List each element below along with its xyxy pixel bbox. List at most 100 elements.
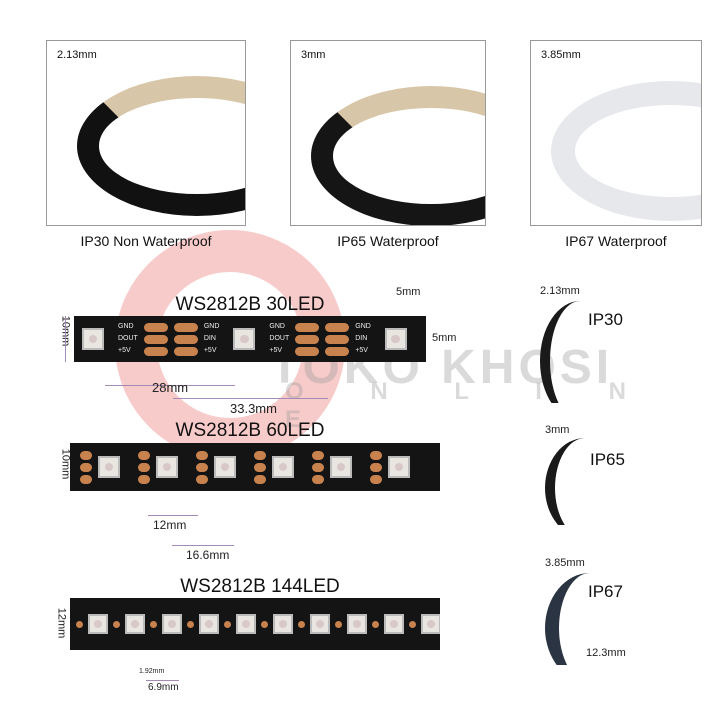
led-chip <box>156 456 178 478</box>
solder-pad <box>298 620 305 628</box>
led-size-label-side: 5mm <box>432 332 457 344</box>
pad-labels: GND DIN +5V <box>204 322 220 356</box>
solder-pad <box>370 474 382 484</box>
solder-pad <box>138 450 150 460</box>
led-chip <box>330 456 352 478</box>
pad-group <box>143 322 168 356</box>
led-chip <box>388 456 410 478</box>
led-chip <box>310 614 330 634</box>
pad-group <box>173 322 198 356</box>
pad-label-5v: +5V <box>118 347 131 354</box>
led-chip <box>384 328 407 350</box>
solder-pad <box>254 450 266 460</box>
solder-pad <box>80 450 92 460</box>
pad-label-5v: +5V <box>203 347 217 354</box>
solder-pad <box>312 474 324 484</box>
led-size-label: 5mm <box>396 286 421 298</box>
solder-pad <box>173 322 198 332</box>
watermark-subtext: O N L I N E <box>285 378 656 433</box>
pad-group <box>295 322 320 356</box>
solder-pad <box>254 474 266 484</box>
pad-group <box>370 450 382 484</box>
solder-pad <box>80 474 92 484</box>
led-chip <box>236 614 256 634</box>
pad-group <box>138 450 150 484</box>
led-strip-144 <box>70 598 440 650</box>
solder-pad <box>295 322 320 332</box>
solder-pad <box>143 334 168 344</box>
spacing-label: 1.92mm <box>139 668 165 675</box>
solder-pad <box>312 450 324 460</box>
solder-pad <box>370 462 382 472</box>
led-chip <box>347 614 367 634</box>
led-chip <box>162 614 182 634</box>
solder-pad <box>187 620 194 628</box>
pitch-label: 6.9mm <box>148 682 179 693</box>
caption-ip65: IP65 Waterproof <box>337 233 439 249</box>
strip-title-144led: WS2812B 144LED <box>180 576 340 597</box>
solder-pad <box>295 334 320 344</box>
pitch-label: 33.3mm <box>230 401 277 416</box>
height-label: 12.3mm <box>586 647 626 659</box>
solder-pad <box>80 462 92 472</box>
photo-ip65: 3mm <box>290 40 486 226</box>
solder-pad <box>196 450 208 460</box>
solder-pad <box>261 620 268 628</box>
rating-label: IP30 <box>588 310 623 329</box>
pad-label-gnd: GND <box>269 323 285 330</box>
caption-ip30: IP30 Non Waterproof <box>80 233 212 249</box>
solder-pad <box>138 474 150 484</box>
solder-pad <box>325 322 350 332</box>
solder-pad <box>138 462 150 472</box>
solder-pad <box>312 462 324 472</box>
solder-pad <box>113 620 120 628</box>
pad-label-gnd: GND <box>203 323 220 330</box>
solder-pad <box>254 462 266 472</box>
solder-pad <box>150 620 157 628</box>
solder-pad <box>409 620 416 628</box>
led-chip <box>421 614 440 634</box>
caption-ip67: IP67 Waterproof <box>565 233 667 249</box>
solder-pad <box>224 620 231 628</box>
solder-pad <box>372 620 379 628</box>
led-chip <box>82 328 104 350</box>
width-label: 12mm <box>55 607 68 639</box>
closeup-ip30 <box>520 283 590 403</box>
pad-label-gnd: GND <box>118 323 134 330</box>
pad-label-dout: DOUT <box>269 335 290 342</box>
solder-pad <box>196 462 208 472</box>
pad-labels: GND DOUT +5V <box>269 322 289 356</box>
solder-pad <box>76 620 83 628</box>
solder-pad <box>325 346 350 356</box>
thickness-label: 2.13mm <box>57 49 97 61</box>
thickness-label: 2.13mm <box>540 285 580 297</box>
thickness-label: 3.85mm <box>545 557 585 569</box>
pad-label-din: DIN <box>203 335 216 342</box>
thickness-label: 3mm <box>301 49 326 61</box>
photo-ip30: 2.13mm <box>46 40 246 226</box>
solder-pad <box>295 346 320 356</box>
strip-title-60led: WS2812B 60LED <box>175 420 325 441</box>
pad-label-dout: DOUT <box>118 335 138 342</box>
pad-label-5v: +5V <box>269 347 283 354</box>
solder-pad <box>143 322 168 332</box>
strip-title-30led: WS2812B 30LED <box>175 294 325 315</box>
led-chip <box>199 614 219 634</box>
led-chip <box>98 456 120 478</box>
led-chip <box>273 614 293 634</box>
pad-labels: GND DOUT +5V <box>118 322 138 356</box>
led-strip-60 <box>70 443 440 491</box>
solder-pad <box>173 334 198 344</box>
spacing-label: 12mm <box>153 518 187 532</box>
pad-group <box>254 450 266 484</box>
closeup-ip65 <box>540 430 590 525</box>
pad-group <box>312 450 324 484</box>
led-chip <box>88 614 108 634</box>
led-chip <box>214 456 236 478</box>
closeup-ip67 <box>535 565 615 665</box>
led-chip <box>384 614 404 634</box>
solder-pad <box>335 620 342 628</box>
photo-ip67: 3.85mm <box>530 40 702 226</box>
